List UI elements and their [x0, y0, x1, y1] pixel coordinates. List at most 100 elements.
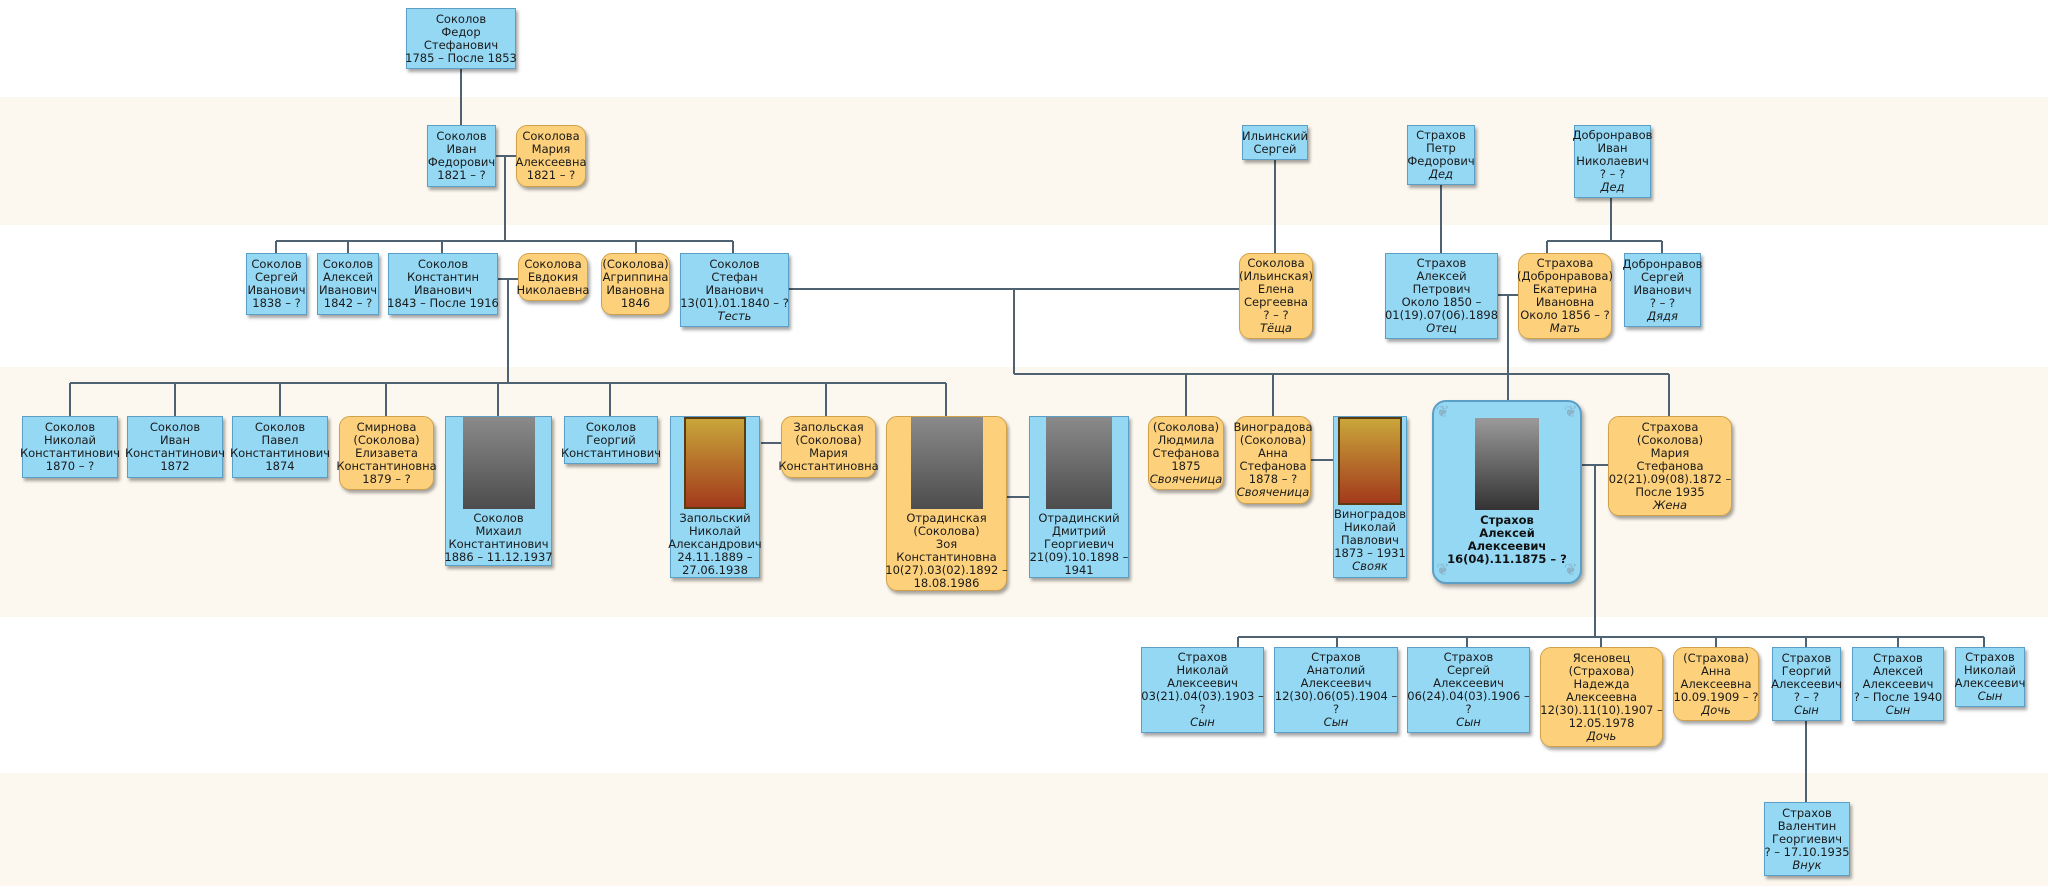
person-line: Страхова	[1641, 419, 1699, 434]
person-line: 1878 – ?	[1248, 472, 1298, 486]
person-line: Стефанова	[1152, 445, 1220, 460]
person-line: Стефанович	[423, 37, 499, 52]
relation-label: Тёща	[1260, 321, 1292, 335]
person-line: 18.08.1986	[913, 576, 980, 590]
relation-label: Сын	[1190, 715, 1215, 729]
person-line: Страхов	[1177, 650, 1228, 664]
person-line: Константинович	[124, 446, 226, 460]
person-line: Соколов	[436, 129, 487, 143]
person-line: Ивановна	[1535, 295, 1595, 309]
person-line: 27.06.1938	[682, 563, 748, 577]
person-line: После 1935	[1635, 484, 1705, 499]
person-line: Страхов	[1416, 128, 1466, 142]
person-line: Константин	[407, 270, 479, 284]
person-line: Отрадинский	[1038, 511, 1120, 525]
person-line: 01(19).07(06).1898	[1384, 308, 1499, 322]
person-line: (Добронравова)	[1517, 269, 1613, 283]
person-line: Соколов	[473, 511, 524, 525]
person-line: 13(01).01.1840 – ?	[680, 295, 789, 310]
person-line: Соколова	[524, 256, 582, 271]
person-line: 1843 – После 1916	[387, 296, 499, 310]
person-line: ? – ?	[1649, 295, 1676, 310]
person-line: Соколов	[585, 419, 637, 434]
person-line: Соколов	[251, 257, 302, 271]
person-line: Страхов	[1443, 650, 1494, 664]
person-line: Соколов	[149, 420, 201, 434]
person-line: 1785 – После 1853	[405, 50, 517, 65]
portrait-photo	[910, 417, 983, 509]
person-line: (Соколова)	[913, 524, 980, 538]
person-line: Алексеевич	[1954, 676, 2026, 690]
person-line: Анна	[1258, 446, 1288, 460]
person-line: Добронравов	[1622, 256, 1703, 271]
person-line: Елизавета	[355, 445, 418, 460]
person-line: Соколова	[522, 129, 580, 143]
person-line: 12.05.1978	[1568, 715, 1635, 730]
person-line: 10.09.1909 – ?	[1673, 689, 1759, 704]
person-line: (Соколова)	[353, 432, 420, 447]
person-line: Людмила	[1157, 432, 1215, 447]
relation-label: Сын	[1323, 715, 1349, 729]
person-line: Мария	[809, 446, 848, 460]
person-line: Иванович	[705, 282, 764, 297]
person-line: Сергей	[255, 270, 298, 284]
person-line: 1879 – ?	[362, 471, 411, 486]
relation-label: Отец	[1426, 321, 1457, 335]
ornament-icon: ❦	[1564, 560, 1578, 579]
person-line: Николай	[689, 524, 741, 538]
person-line: (Страхова)	[1568, 663, 1635, 678]
person-line: Иванович	[318, 283, 378, 297]
person-line: Георгиевич	[1043, 537, 1115, 551]
person-line: (Соколова)	[1239, 433, 1307, 447]
person-line: Страхова	[1536, 256, 1594, 270]
person-line: Павлович	[1341, 533, 1399, 547]
person-line: Запольская	[793, 420, 864, 434]
person-line: 02(21).09(08).1872 –	[1608, 471, 1732, 486]
person-line: Николай	[1964, 663, 2016, 677]
person-line: Соколов	[44, 420, 96, 434]
person-line: Соколов	[254, 420, 306, 434]
person-line: Николай	[1176, 663, 1229, 677]
person-line: Сергей	[1641, 269, 1684, 284]
